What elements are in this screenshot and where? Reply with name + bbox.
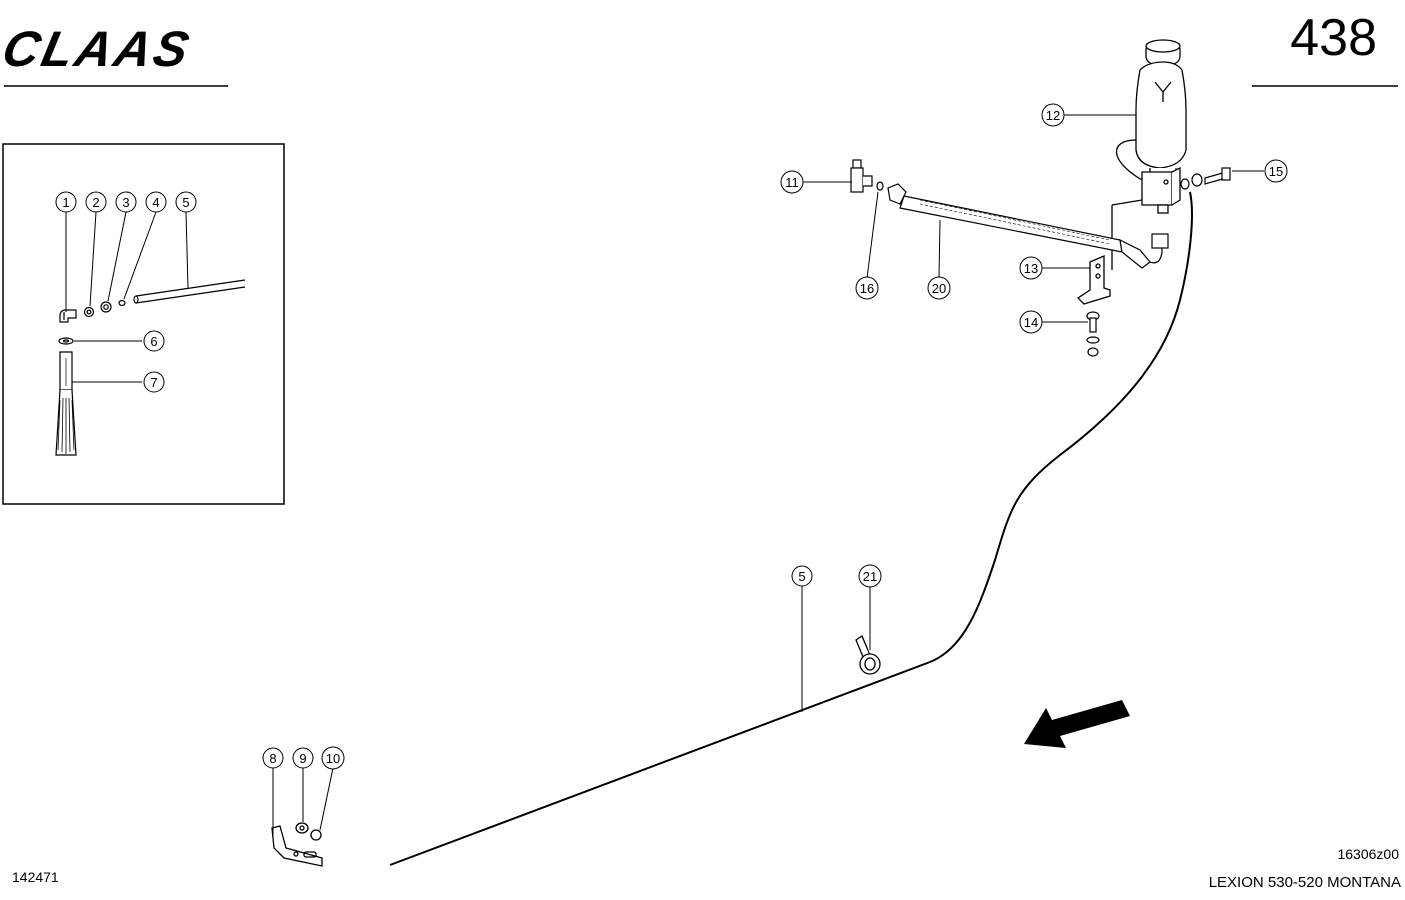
callout-13: 13	[1024, 261, 1038, 276]
callout-2: 2	[92, 195, 99, 210]
lower-bracket	[271, 822, 323, 867]
callout-20: 20	[932, 281, 946, 296]
callout-8: 8	[269, 751, 276, 766]
callout-11: 11	[785, 175, 799, 190]
callout-circle	[262, 747, 284, 769]
inset-parts	[55, 279, 246, 456]
callout-circle	[858, 564, 882, 588]
insert	[118, 299, 126, 307]
callout-circle	[85, 191, 107, 213]
high-pressure-hose	[887, 183, 1169, 269]
tee-fitting	[850, 159, 884, 193]
oil-reservoir	[1115, 39, 1187, 214]
travel-direction-arrow	[1024, 700, 1130, 748]
callout-4: 4	[152, 195, 159, 210]
nut-10	[310, 829, 322, 841]
callout-circle	[927, 276, 951, 300]
inset-callout-labels: 1 2 3 4 5 6 7	[62, 195, 189, 390]
callout-circle	[321, 746, 345, 770]
sleeve	[100, 301, 112, 313]
brand-logo-text: CLAAS	[0, 21, 197, 77]
figure-id: 142471	[12, 869, 59, 885]
callout-circle	[145, 191, 167, 213]
callout-21: 21	[863, 569, 877, 584]
callout-14: 14	[1024, 315, 1038, 330]
callout-12: 12	[1046, 108, 1060, 123]
callout-circle	[855, 276, 879, 300]
inset-leaders	[65, 211, 189, 383]
inset-frame	[2, 143, 285, 505]
callout-circle	[791, 565, 813, 587]
drawing-number: 16306z00	[1337, 846, 1399, 862]
page-number: 438	[1290, 9, 1377, 67]
callout-circle	[115, 191, 137, 213]
claas-logo: CLAAS	[0, 21, 197, 77]
callout-5: 5	[182, 195, 189, 210]
callout-16: 16	[860, 281, 874, 296]
callout-circle	[1019, 256, 1043, 280]
hose-clip	[855, 635, 881, 675]
callout-3: 3	[122, 195, 129, 210]
callout-circle	[1264, 159, 1288, 183]
callout-15: 15	[1269, 164, 1283, 179]
model-name: LEXION 530-520 MONTANA	[1208, 874, 1401, 891]
callout-circle	[780, 170, 804, 194]
callout-circle	[1041, 103, 1065, 127]
callout-circle	[143, 330, 165, 352]
callout-9: 9	[299, 751, 306, 766]
main-callout-labels: 5 8 9 10 11 12 13 14 15 16 20 21	[269, 108, 1283, 766]
valve-block	[1141, 171, 1173, 206]
callout-1: 1	[62, 195, 69, 210]
callout-7: 7	[150, 375, 157, 390]
callout-circle	[143, 371, 165, 393]
callout-6: 6	[150, 334, 157, 349]
bolt-assembly	[1180, 167, 1231, 190]
elbow-fitting	[59, 309, 77, 323]
main-leaders	[272, 114, 1264, 836]
callout-10: 10	[326, 751, 340, 766]
main-callouts	[262, 103, 1288, 770]
callout-circle	[1019, 310, 1043, 334]
washer	[58, 337, 74, 345]
mounting-bracket	[1076, 199, 1143, 305]
nut	[83, 306, 95, 318]
callout-circle	[175, 191, 197, 213]
hose-inset	[135, 279, 246, 304]
lubrication-hose	[389, 191, 1193, 866]
inset-callouts	[55, 191, 197, 393]
callout-circle	[292, 747, 314, 769]
bolt-14-assembly	[1086, 311, 1100, 357]
callout-5-main: 5	[798, 569, 805, 584]
callout-circle	[55, 191, 77, 213]
